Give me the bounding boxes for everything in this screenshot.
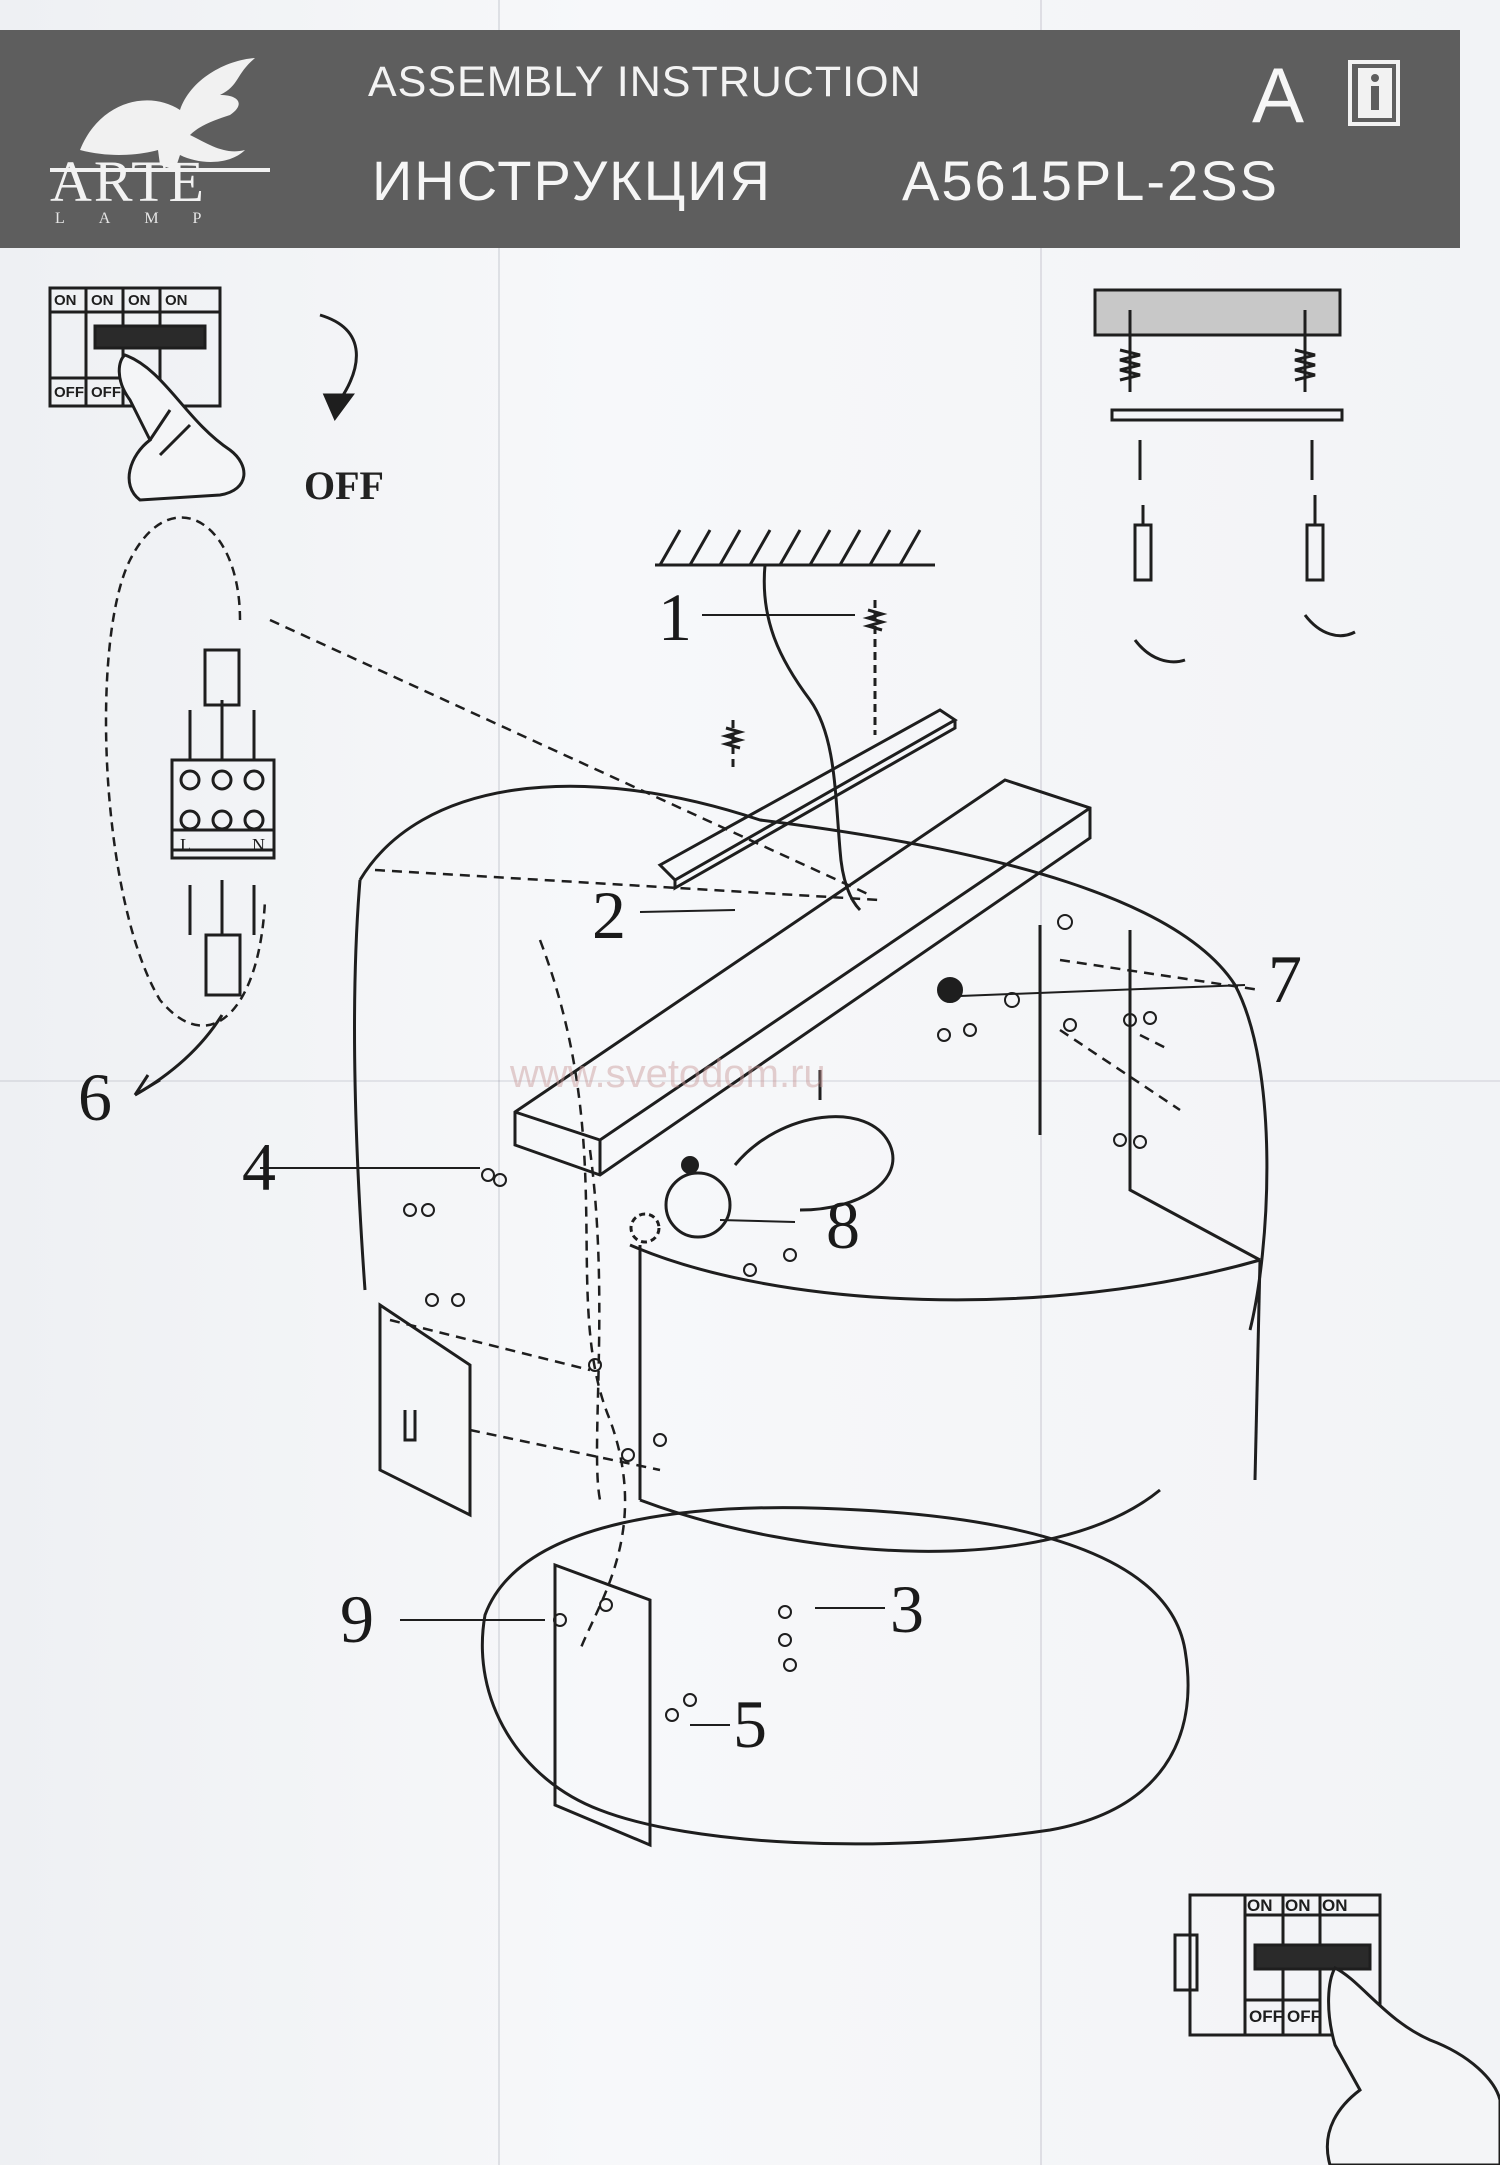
- switch-off-label: OFF: [1249, 2007, 1283, 2026]
- terminal-label-live: L: [180, 835, 191, 855]
- breaker-switch-off: [48, 286, 246, 502]
- model-number: A5615PL-2SS: [902, 149, 1279, 212]
- arrow-curve: [319, 313, 358, 401]
- callout-number: 9: [340, 1581, 374, 1657]
- switch-on-label: ON: [128, 292, 151, 309]
- brand-subtitle: LAMP: [55, 210, 236, 227]
- callout-number: 4: [242, 1129, 276, 1205]
- title-russian: ИНСТРУКЦИЯ: [372, 149, 772, 212]
- brand-name: ARTE: [50, 149, 206, 214]
- left-clip-panel: [378, 1302, 472, 1518]
- callout-number: 7: [1268, 941, 1302, 1017]
- switch-on-label: ON: [91, 292, 114, 309]
- lower-clip-panel: [553, 1562, 652, 1848]
- callout-number: 5: [733, 1686, 767, 1762]
- switch-on-label: ON: [165, 292, 188, 309]
- breaker-switch-on: [1173, 1893, 1500, 2165]
- ceiling-mount-detail: [1093, 288, 1356, 664]
- wiring-detail-inset: [104, 516, 276, 1097]
- switch-on-label: ON: [1285, 1896, 1311, 1915]
- switch-on-label: ON: [1322, 1896, 1348, 1915]
- terminal-label-neutral: N: [252, 835, 265, 855]
- watermark: www.svetodom.ru: [510, 1052, 826, 1096]
- mounting-bar: [657, 708, 958, 882]
- fold-line: [0, 1080, 1500, 1082]
- griffin-logo-icon: [50, 58, 270, 172]
- switch-off-label: OFF: [91, 384, 121, 401]
- callout-number: 2: [592, 877, 626, 953]
- section-letter: A: [1252, 51, 1305, 139]
- off-caption: OFF: [304, 463, 384, 508]
- upper-shade: [358, 784, 1269, 1331]
- fold-line: [498, 0, 500, 2165]
- ceiling-hatch: [655, 529, 935, 912]
- switch-off-label: OFF: [54, 384, 84, 401]
- callout-number: 6: [78, 1059, 112, 1135]
- lower-shade: [480, 1506, 1190, 1846]
- info-book-icon: [1348, 60, 1400, 126]
- callout-number: 1: [658, 579, 692, 655]
- title-english: ASSEMBLY INSTRUCTION: [368, 58, 922, 106]
- switch-off-label: OFF: [1287, 2007, 1321, 2026]
- callout-number: 8: [826, 1187, 860, 1263]
- bulb: [664, 1171, 732, 1239]
- switch-on-label: ON: [1247, 1896, 1273, 1915]
- canopy-channel: [513, 778, 1092, 1177]
- callout-number: 3: [890, 1571, 924, 1647]
- switch-on-label: ON: [54, 292, 77, 309]
